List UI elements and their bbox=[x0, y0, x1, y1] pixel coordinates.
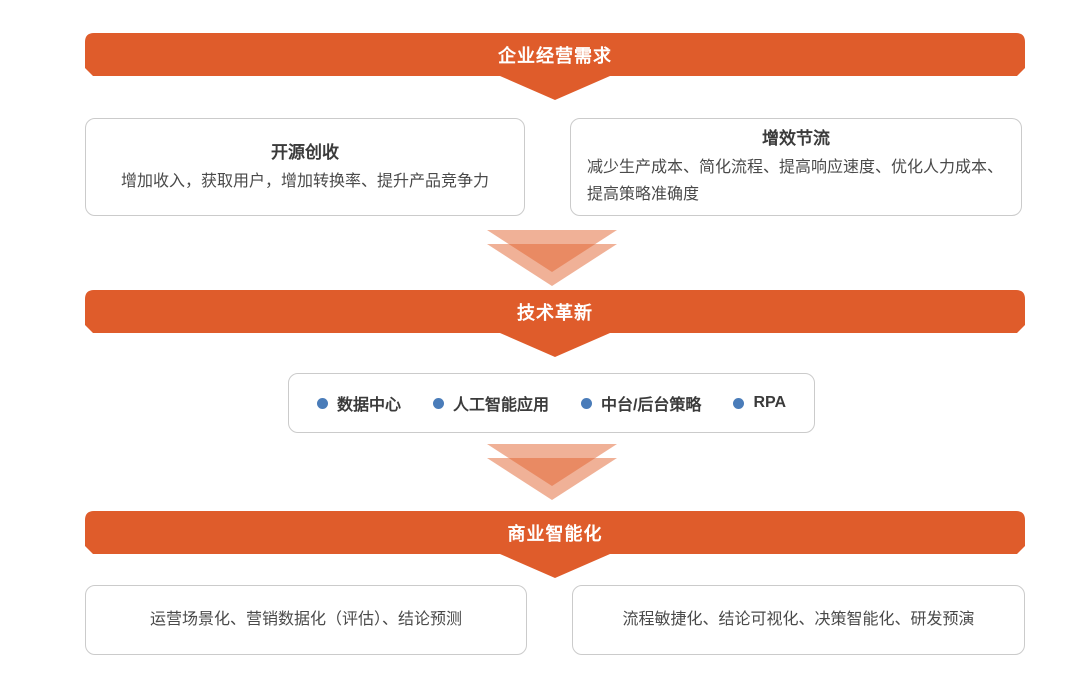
bullet-label: 人工智能应用 bbox=[452, 397, 549, 414]
bullet-label: RPA bbox=[753, 394, 787, 411]
card-bi-operations: 运营场景化、营销数据化（评估）、结论预测 bbox=[85, 585, 527, 655]
banner-enterprise-needs: 企业经营需求 bbox=[85, 33, 1025, 100]
card-bi-process: 流程敏捷化、结论可视化、决策智能化、研发预演 bbox=[572, 585, 1025, 655]
banner-arrow-shape bbox=[85, 511, 1025, 578]
bullet-dot-icon bbox=[580, 397, 592, 409]
double-chevron-down-shape bbox=[487, 230, 617, 286]
bullet-label: 数据中心 bbox=[336, 397, 401, 414]
bullet-dot-icon bbox=[733, 397, 745, 409]
card-open-revenue-title: 开源创收 bbox=[271, 142, 339, 162]
banner-arrow-shape bbox=[85, 290, 1025, 357]
list-item: 中台/后台策略 bbox=[580, 391, 702, 415]
banner-tech-innovation-label: 技术革新 bbox=[517, 302, 593, 323]
banner-tech-innovation: 技术革新 bbox=[85, 290, 1025, 357]
banner-business-intelligence: 商业智能化 bbox=[85, 511, 1025, 578]
double-chevron-down-shape bbox=[487, 444, 617, 500]
list-item: 人工智能应用 bbox=[432, 391, 549, 415]
card-efficiency: 增效节流 减少生产成本、简化流程、提高响应速度、优化人力成本、提高策略准确度 bbox=[570, 118, 1022, 216]
banner-enterprise-needs-label: 企业经营需求 bbox=[498, 45, 612, 66]
double-chevron-down-icon bbox=[482, 230, 622, 288]
card-efficiency-title: 增效节流 bbox=[762, 129, 830, 149]
bullet-dot-icon bbox=[316, 397, 328, 409]
card-open-revenue-body: 增加收入，获取用户，增加转换率、提升产品竞争力 bbox=[120, 172, 489, 190]
list-item: RPA bbox=[733, 394, 786, 412]
banner-arrow-shape bbox=[85, 33, 1025, 100]
card-bi-process-body: 流程敏捷化、结论可视化、决策智能化、研发预演 bbox=[622, 611, 975, 629]
card-bi-operations-body: 运营场景化、营销数据化（评估）、结论预测 bbox=[149, 611, 462, 629]
card-open-revenue: 开源创收 增加收入，获取用户，增加转换率、提升产品竞争力 bbox=[85, 118, 525, 216]
card-tech-items: 数据中心 人工智能应用 中台/后台策略 RPA bbox=[288, 373, 815, 433]
banner-business-intelligence-label: 商业智能化 bbox=[507, 523, 603, 544]
double-chevron-down-icon bbox=[482, 444, 622, 502]
bullet-dot-icon bbox=[432, 397, 444, 409]
list-item: 数据中心 bbox=[316, 391, 401, 415]
bullet-label: 中台/后台策略 bbox=[600, 397, 702, 414]
card-efficiency-body: 减少生产成本、简化流程、提高响应速度、优化人力成本、提高策略准确度 bbox=[587, 159, 1004, 204]
